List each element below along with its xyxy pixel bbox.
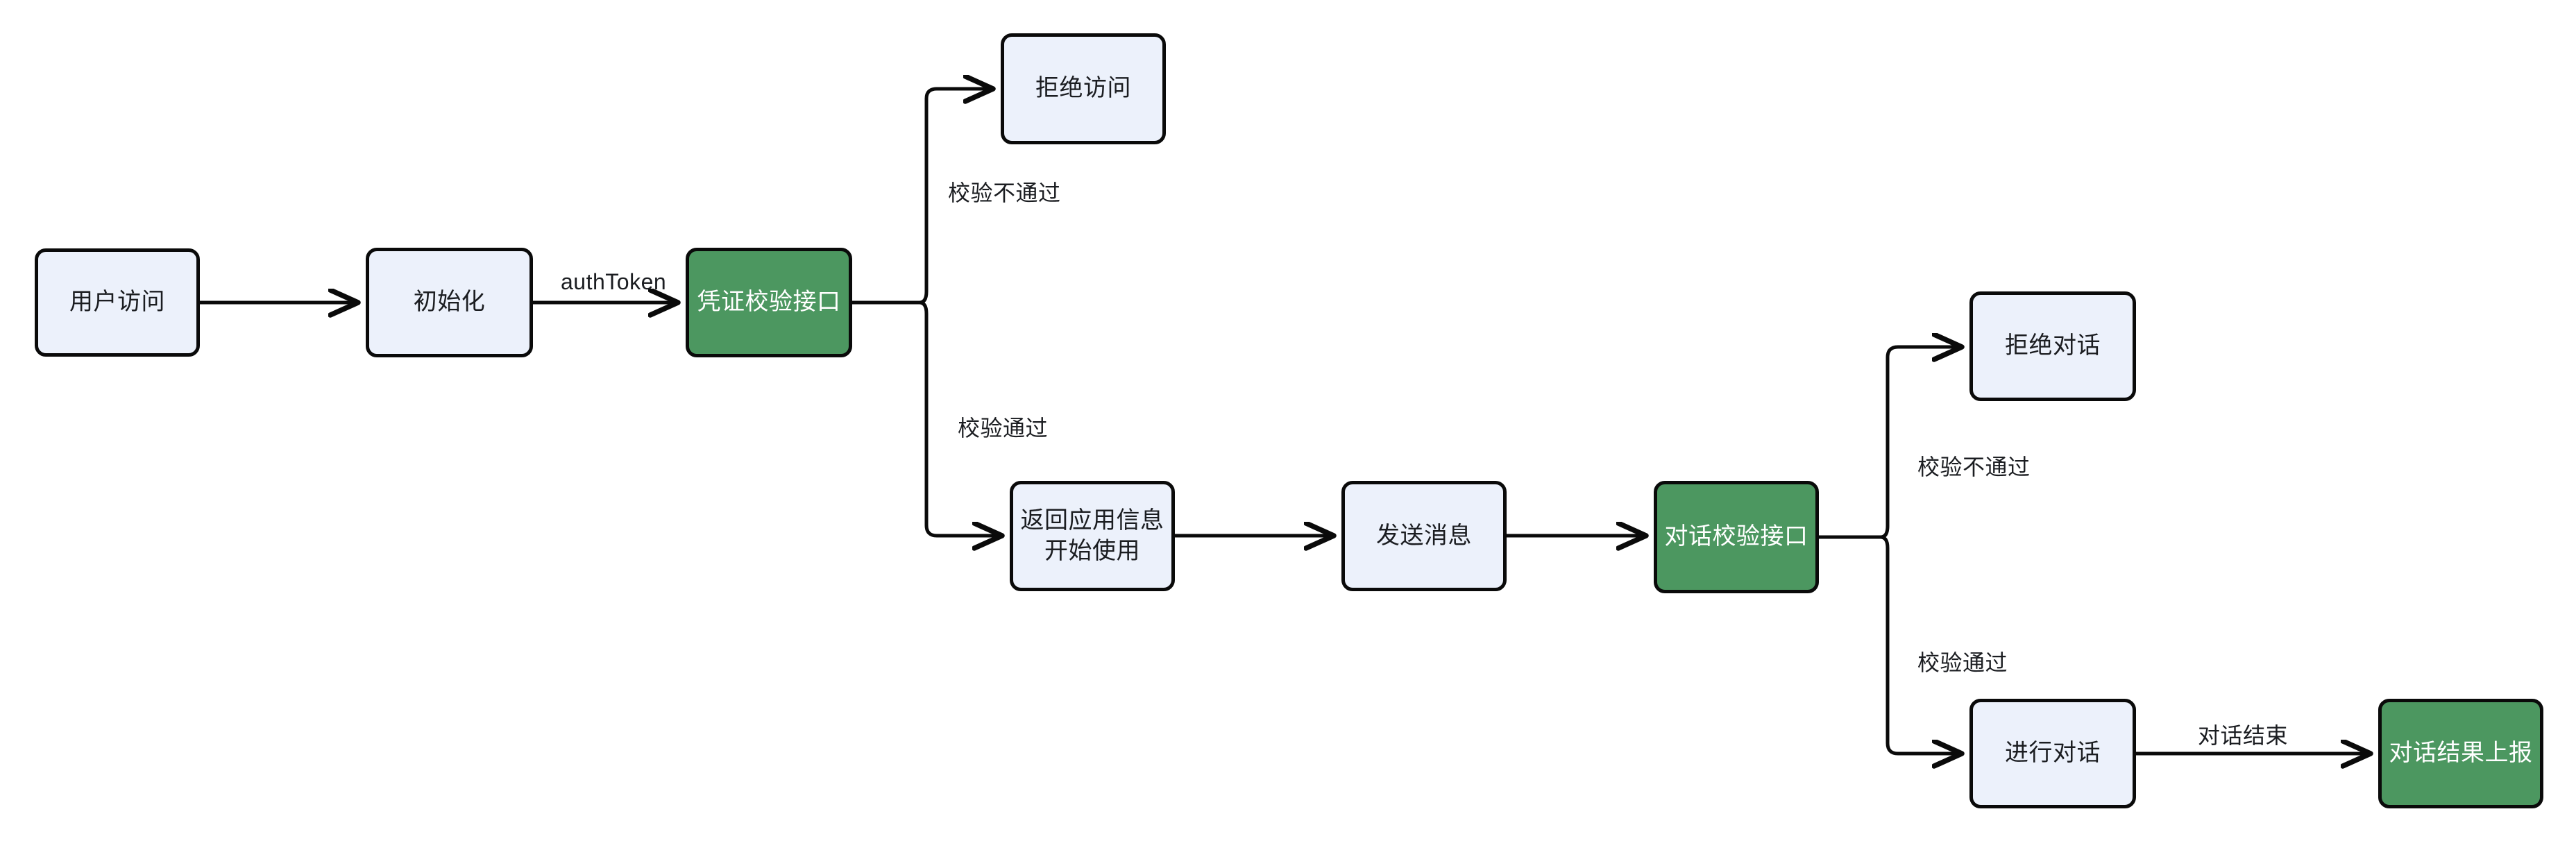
edge-label-verify_failed_2: 校验不通过 xyxy=(1917,455,2031,479)
flow-node-start_dialog[interactable]: 进行对话 xyxy=(1969,699,2136,808)
flow-node-send_message[interactable]: 发送消息 xyxy=(1341,481,1507,591)
flow-node-return_app_info[interactable]: 返回应用信息 开始使用 xyxy=(1010,481,1175,591)
edge-label-verify_failed_1: 校验不通过 xyxy=(948,180,1061,205)
edge-label-verify_passed_1: 校验通过 xyxy=(958,416,1049,441)
flow-node-user_access[interactable]: 用户访问 xyxy=(35,248,200,357)
flow-node-reject_dialog[interactable]: 拒绝对话 xyxy=(1969,291,2136,401)
flow-node-deny_access[interactable]: 拒绝访问 xyxy=(1001,33,1166,144)
flow-node-cred_verify_api[interactable]: 凭证校验接口 xyxy=(686,248,852,357)
edge-label-dialog_end: 对话结束 xyxy=(2198,723,2289,748)
flow-node-dialog_verify_api[interactable]: 对话校验接口 xyxy=(1654,481,1819,593)
flow-edge xyxy=(1879,347,1960,539)
edge-label-verify_passed_2: 校验通过 xyxy=(1917,650,2008,675)
flow-node-init[interactable]: 初始化 xyxy=(366,248,533,357)
flow-node-report_result[interactable]: 对话结果上报 xyxy=(2378,699,2543,808)
edge-label-auth_token: authToken xyxy=(561,269,667,294)
